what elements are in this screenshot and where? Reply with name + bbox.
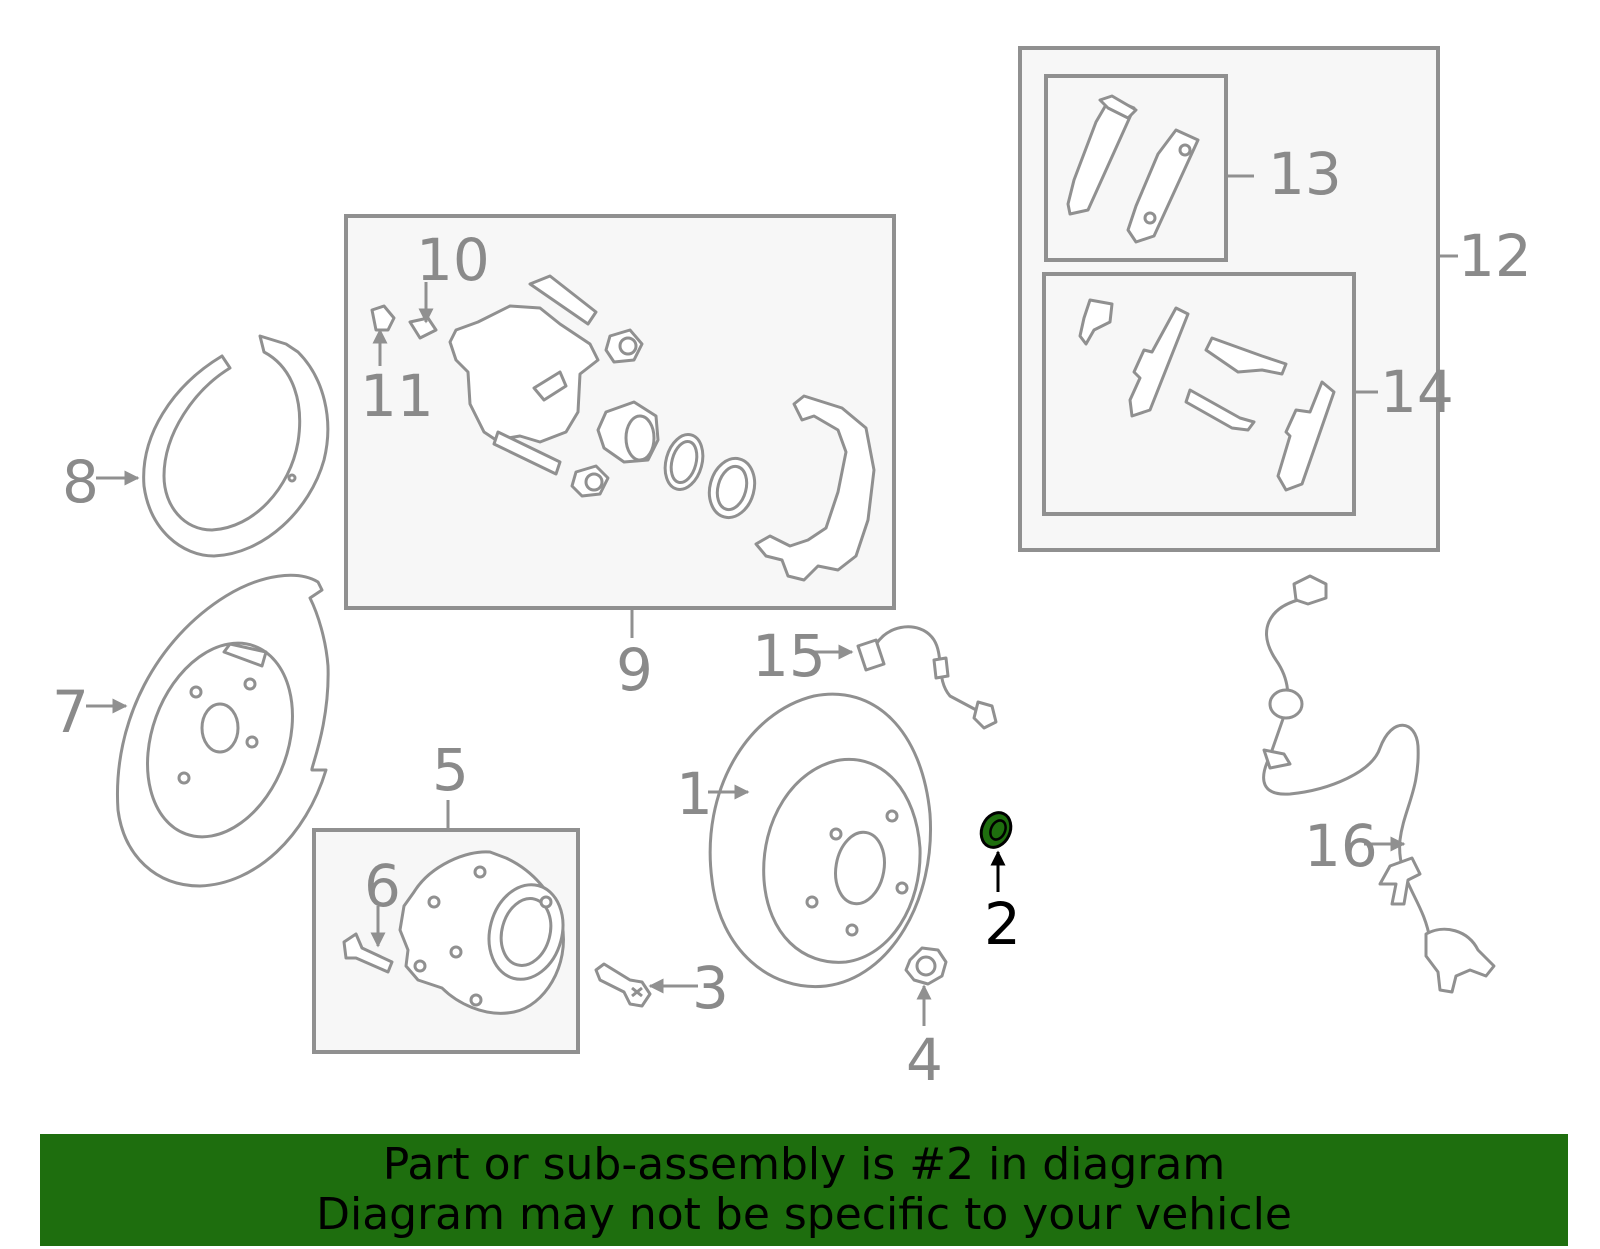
- wheel-stud: [342, 932, 394, 974]
- callout-10[interactable]: 10: [416, 226, 490, 294]
- pad-kit-box: [1018, 46, 1458, 552]
- callout-7[interactable]: 7: [52, 678, 89, 746]
- guide-pins: [570, 328, 644, 498]
- bleeder-cap: [370, 304, 396, 332]
- info-banner: Part or sub-assembly is #2 in diagram Di…: [40, 1134, 1568, 1246]
- piston-seals: [663, 433, 757, 520]
- callout-13[interactable]: 13: [1268, 140, 1342, 208]
- backing-plate: [115, 573, 330, 888]
- callout-6[interactable]: 6: [364, 852, 401, 920]
- callout-12[interactable]: 12: [1458, 222, 1532, 290]
- callout-9[interactable]: 9: [616, 636, 653, 704]
- caliper-piston: [596, 400, 660, 464]
- caliper-bracket: [754, 394, 876, 582]
- brake-pads: [1066, 94, 1200, 244]
- callout-11[interactable]: 11: [360, 362, 434, 430]
- banner-line-1: Part or sub-assembly is #2 in diagram: [382, 1139, 1226, 1190]
- callout-labels: 1 2 3 4 5 6 7 8 9 10 11 12 13 14 15 16: [52, 140, 1532, 1094]
- hub-nut: [904, 946, 948, 986]
- leader-arrows: [86, 282, 1406, 1026]
- callout-14[interactable]: 14: [1380, 358, 1454, 426]
- callout-1[interactable]: 1: [676, 760, 713, 828]
- brake-rotor: [708, 692, 933, 989]
- parking-brake-shoe: [142, 334, 330, 558]
- banner-line-2: Diagram may not be specific to your vehi…: [316, 1189, 1292, 1240]
- callout-4[interactable]: 4: [906, 1026, 943, 1094]
- caliper-body: [448, 274, 600, 476]
- highlighted-part-2: [979, 811, 1013, 849]
- abs-wheel-speed-sensor: [1262, 574, 1496, 994]
- pad-wear-sensor: [856, 625, 998, 730]
- callout-8[interactable]: 8: [62, 448, 99, 516]
- callout-2[interactable]: 2: [984, 890, 1021, 958]
- wheel-hub: [398, 850, 565, 1015]
- callout-3[interactable]: 3: [692, 954, 729, 1022]
- callout-16[interactable]: 16: [1304, 812, 1378, 880]
- pad-hardware: [1078, 298, 1336, 492]
- rotor-screw: [594, 962, 652, 1008]
- callout-5[interactable]: 5: [432, 736, 469, 804]
- callout-15[interactable]: 15: [752, 622, 826, 690]
